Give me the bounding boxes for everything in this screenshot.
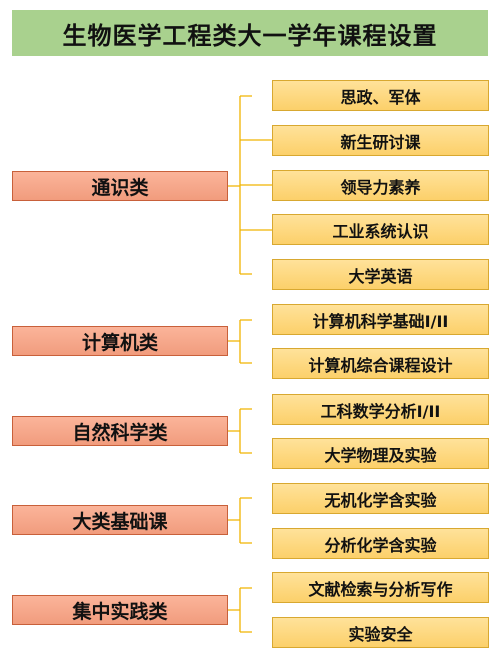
category-foundation: 大类基础课 — [12, 505, 228, 535]
course-item: 计算机综合课程设计 — [272, 348, 489, 379]
connector-group-0 — [228, 95, 272, 275]
category-computer: 计算机类 — [12, 326, 228, 356]
course-item: 实验安全 — [272, 617, 489, 648]
category-general-education: 通识类 — [12, 171, 228, 201]
course-item: 工业系统认识 — [272, 214, 489, 245]
course-item: 工科数学分析I/II — [272, 394, 489, 425]
course-item: 无机化学含实验 — [272, 483, 489, 514]
diagram-title: 生物医学工程类大一学年课程设置 — [12, 10, 488, 56]
connector-group-4 — [228, 587, 252, 633]
connector-group-2 — [228, 408, 252, 454]
course-item: 计算机科学基础I/II — [272, 304, 489, 335]
course-item: 大学物理及实验 — [272, 438, 489, 469]
course-item: 文献检索与分析写作 — [272, 572, 489, 603]
course-item: 分析化学含实验 — [272, 528, 489, 559]
connector-group-3 — [228, 497, 252, 544]
category-natural-science: 自然科学类 — [12, 416, 228, 446]
course-item: 领导力素养 — [272, 170, 489, 201]
connector-group-1 — [228, 319, 252, 364]
course-item: 新生研讨课 — [272, 125, 489, 156]
course-item: 大学英语 — [272, 259, 489, 290]
category-practice: 集中实践类 — [12, 595, 228, 625]
course-item: 思政、军体 — [272, 80, 489, 111]
